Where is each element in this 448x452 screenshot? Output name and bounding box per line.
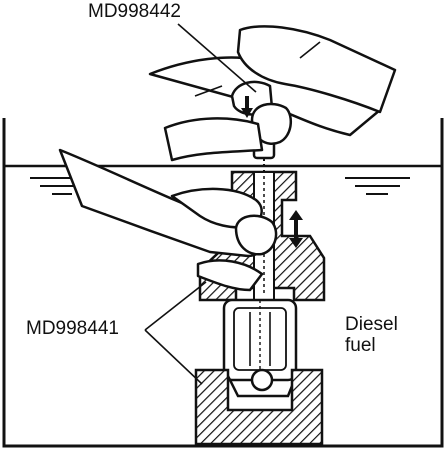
double-arrow-vertical-icon (289, 210, 303, 248)
fluid-label-line1: Diesel (345, 314, 398, 335)
tool-label-md998441: MD998441 (26, 318, 119, 339)
fluid-label-line2: fuel (345, 335, 376, 356)
leader-md998442 (177, 23, 257, 93)
tool-label-md998442: MD998442 (88, 1, 181, 22)
check-ball (250, 368, 274, 392)
upper-hand (148, 25, 397, 162)
arrow-down-icon (241, 96, 253, 118)
fluid-label: Diesel fuel (345, 314, 398, 356)
surface-marks-right (345, 177, 410, 195)
base-block (194, 368, 324, 446)
lower-hand (58, 148, 278, 292)
nozzle-assembly (222, 298, 298, 398)
leader-md998441 (144, 281, 207, 385)
